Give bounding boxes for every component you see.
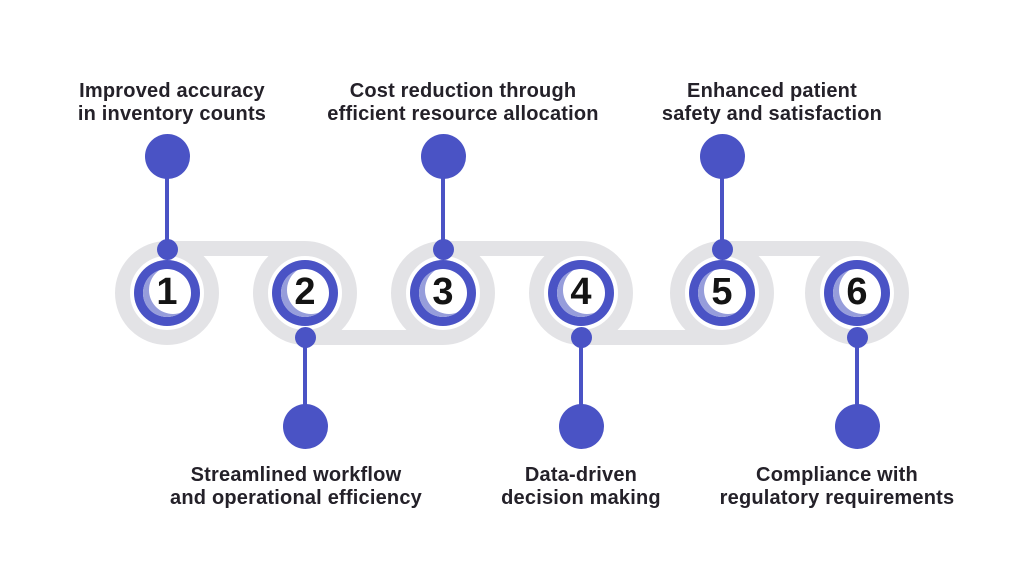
step-6-circle: 6: [824, 260, 890, 326]
step-5-label-line2: safety and satisfaction: [661, 103, 883, 125]
step-2-label-line1: Streamlined workflow: [190, 464, 402, 486]
step-4-label-line2: decision making: [501, 487, 661, 509]
connector-line: [165, 156, 169, 252]
connector-start-dot: [156, 239, 178, 260]
step-1-number: 1: [143, 269, 191, 317]
step-5-label: Enhanced patient safety and satisfaction: [592, 80, 952, 126]
step-6-label-line1: Compliance with: [756, 464, 918, 486]
step-6-number: 6: [833, 269, 881, 317]
step-3-label: Cost reduction through efficient resourc…: [283, 80, 643, 126]
connector-line: [579, 337, 583, 429]
step-3-circle: 3: [410, 260, 476, 326]
track-segment-3-4: [443, 241, 581, 256]
connector-start-dot: [846, 327, 868, 348]
connector-line: [441, 156, 445, 252]
track-segment-4-5: [581, 330, 722, 345]
step-2-label: Streamlined workflow and operational eff…: [116, 464, 476, 510]
step-5-circle: 5: [689, 260, 755, 326]
connector-line: [855, 337, 859, 429]
step-1-label-line2: in inventory counts: [77, 103, 267, 125]
step-3-number: 3: [419, 269, 467, 317]
step-3-label-line2: efficient resource allocation: [327, 103, 599, 125]
step-6-label: Compliance with regulatory requirements: [657, 464, 1017, 510]
step-1-label-line1: Improved accuracy: [79, 80, 265, 102]
step-4-label-line1: Data-driven: [524, 464, 638, 486]
step-4-label: Data-driven decision making: [401, 464, 761, 510]
step-4-number: 4: [557, 269, 605, 317]
step-4-circle: 4: [548, 260, 614, 326]
track-segment-1-2: [167, 241, 305, 256]
step-2-circle: 2: [272, 260, 338, 326]
connector-line: [303, 337, 307, 429]
step-6-label-line2: regulatory requirements: [719, 487, 955, 509]
step-1-circle: 1: [134, 260, 200, 326]
connector-start-dot: [294, 327, 316, 348]
connector-start-dot: [711, 239, 733, 260]
connector-line: [720, 156, 724, 252]
step-1-label: Improved accuracy in inventory counts: [0, 80, 352, 126]
step-2-number: 2: [281, 269, 329, 317]
step-3-label-line1: Cost reduction through: [349, 80, 577, 102]
track-segment-2-3: [305, 330, 443, 345]
step-5-label-line1: Enhanced patient: [687, 80, 857, 102]
track-segment-5-6: [722, 241, 857, 256]
step-2-label-line2: and operational efficiency: [170, 487, 422, 509]
connector-start-dot: [432, 239, 454, 260]
connector-start-dot: [570, 327, 592, 348]
step-5-number: 5: [698, 269, 746, 317]
